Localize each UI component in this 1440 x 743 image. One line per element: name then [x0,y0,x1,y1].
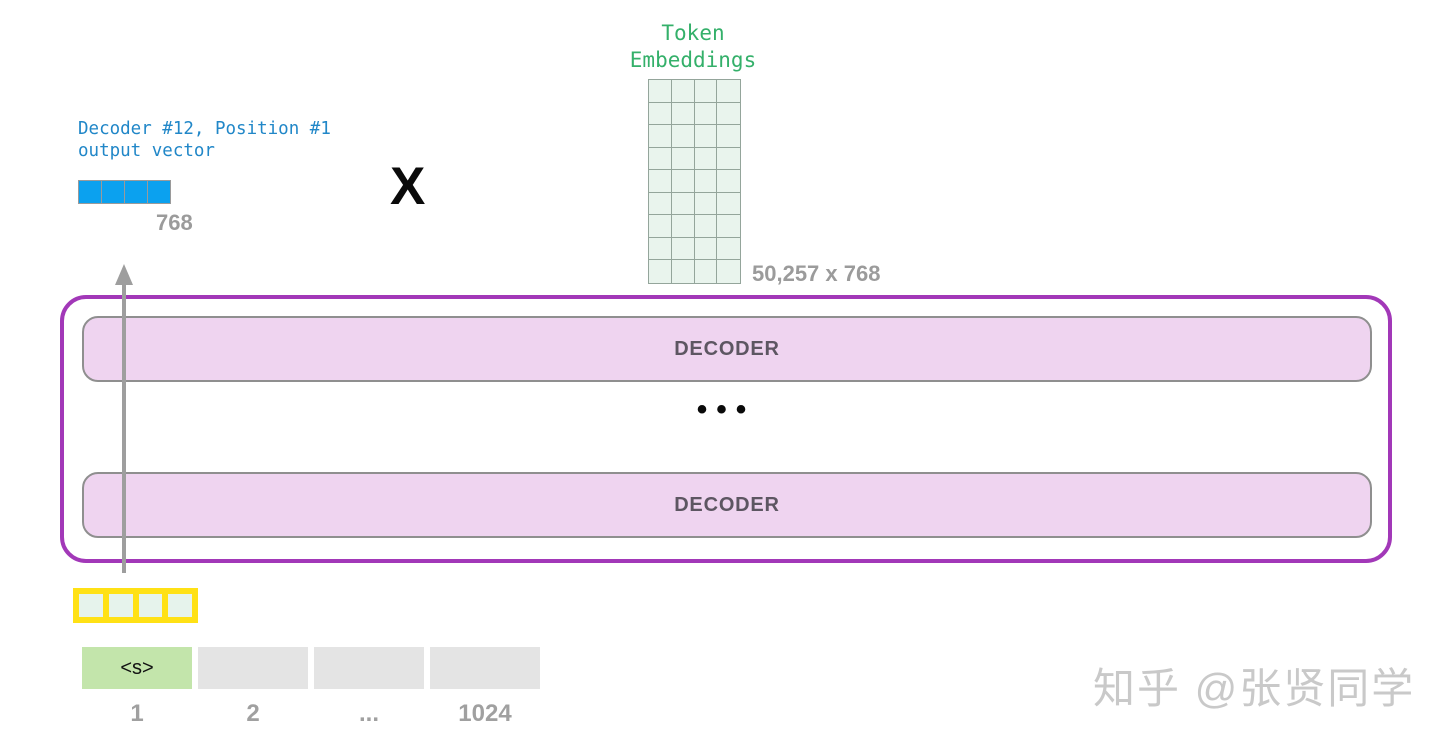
matrix-cell [694,80,718,103]
matrix-cell [717,147,740,171]
output-vector-label-line2: output vector [78,141,215,161]
matrix-cell [649,125,672,148]
decoder-layer-bottom: DECODER [82,472,1372,538]
token-embeddings-title-line2: Embeddings [629,48,757,72]
matrix-cell [717,192,740,216]
token-cell [314,647,424,689]
decoder-stack-box: DECODER ••• DECODER [60,295,1392,563]
output-vector-label-line1: Decoder #12, Position #1 [78,119,331,139]
matrix-cell [671,192,695,216]
token-embeddings-title: Token Embeddings [570,20,816,74]
matrix-cell [717,102,740,126]
matrix-cell [649,147,672,171]
matrix-cell [671,80,695,103]
matrix-cell [717,215,740,238]
matrix-cell [671,125,695,148]
token-embeddings-matrix [648,79,741,284]
matrix-cell [649,102,672,126]
input-embedding-vector [73,588,198,623]
matrix-cell [694,215,718,238]
decoder-layer-top: DECODER [82,316,1372,382]
flow-arrow-line [122,284,126,573]
decoder-stack-ellipsis: ••• [696,393,756,426]
matrix-cell [649,237,672,261]
matrix-cell [694,125,718,148]
vector-cell [79,594,103,617]
vector-cell [148,181,170,203]
multiply-symbol: X [390,157,426,216]
matrix-dimensions-label: 50,257 x 768 [752,261,881,286]
vector-cell [168,594,192,617]
output-vector-label: Decoder #12, Position #1 output vector [78,118,331,162]
matrix-cell [717,125,740,148]
position-label: 1024 [458,700,512,727]
position-label: 2 [246,700,260,727]
matrix-cell [694,170,718,193]
matrix-cell [671,237,695,261]
matrix-cell [694,237,718,261]
matrix-cell [717,237,740,261]
matrix-cell [671,147,695,171]
matrix-cell [671,215,695,238]
output-vector [78,180,171,204]
matrix-cell [649,192,672,216]
token-cell-start: <s> [82,647,192,689]
matrix-cell [649,80,672,103]
matrix-cell [694,192,718,216]
matrix-cell [717,170,740,193]
output-vector-dim-label: 768 [156,210,193,235]
matrix-cell [649,170,672,193]
matrix-cell [717,260,740,283]
matrix-cell [671,260,695,283]
vector-cell [125,181,148,203]
matrix-cell [694,147,718,171]
position-label: 1 [130,700,144,727]
token-embeddings-title-line1: Token [661,21,725,45]
flow-arrow-head-icon [115,264,133,285]
matrix-cell [694,102,718,126]
watermark: 知乎 @张贤同学 [1093,665,1416,712]
vector-cell [102,181,125,203]
matrix-cell [649,215,672,238]
position-label: ... [358,700,379,727]
vector-cell [79,181,102,203]
token-cell [430,647,540,689]
decoder-layer-bottom-label: DECODER [674,493,780,516]
decoder-layer-top-label: DECODER [674,337,780,360]
vector-cell [108,594,133,617]
matrix-cell [671,170,695,193]
matrix-cell [717,80,740,103]
vector-cell [138,594,163,617]
matrix-cell [671,102,695,126]
token-cell [198,647,308,689]
matrix-cell [649,260,672,283]
matrix-cell [694,260,718,283]
